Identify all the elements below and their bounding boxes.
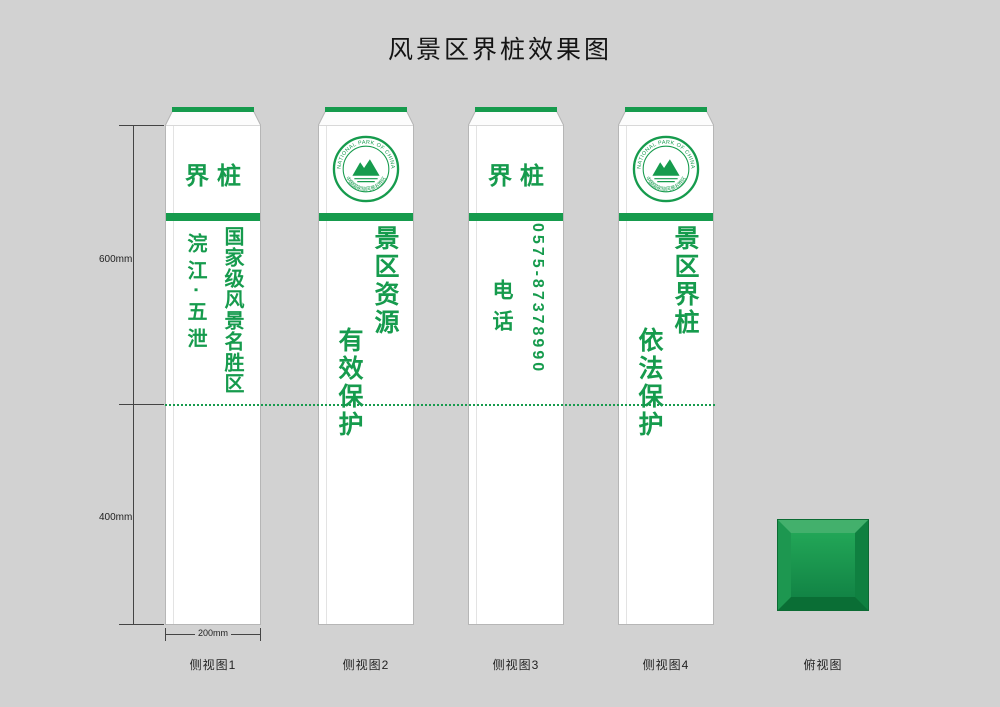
top-view-inner-face [791, 533, 855, 597]
national-park-emblem-icon: NATIONAL PARK OF CHINA 中国国家级风景名胜区 [332, 135, 400, 203]
caption-side-view-4: 侧视图4 [642, 658, 690, 672]
page-title: 风景区界桩效果图 [387, 37, 612, 64]
caption-side-view-3: 侧视图3 [492, 658, 540, 672]
pillar3-phone-number: 0575-87378990 [529, 223, 546, 375]
green-band [619, 213, 713, 221]
national-park-emblem-icon: NATIONAL PARK OF CHINA 中国国家级风景名胜区 [632, 135, 700, 203]
pillar-body: NATIONAL PARK OF CHINA 中国国家级风景名胜区 景区界桩 依… [618, 126, 714, 625]
dimension-label-400mm: 400mm [99, 512, 133, 523]
pillar-cap [618, 107, 714, 126]
green-band [166, 213, 260, 221]
pillar-side-view-4: NATIONAL PARK OF CHINA 中国国家级风景名胜区 景区界桩 依… [618, 107, 714, 625]
dimension-tick [119, 125, 164, 126]
pillar-body: NATIONAL PARK OF CHINA 中国国家级风景名胜区 景区资源 有… [318, 126, 414, 625]
pillar-side-view-2: NATIONAL PARK OF CHINA 中国国家级风景名胜区 景区资源 有… [318, 107, 414, 625]
pillar-edge-line [626, 126, 627, 624]
pillar-header-text: 界桩 [488, 163, 552, 190]
dimension-label-600mm: 600mm [99, 254, 133, 265]
dimension-tick [119, 624, 164, 625]
top-view-square [777, 519, 869, 611]
pillar-side-view-3: 界桩 0575-87378990 电话 [468, 107, 564, 625]
pillar4-text-left: 依法保护 [635, 327, 663, 439]
pillar2-text-left: 有效保护 [335, 327, 363, 439]
pillar-body: 界桩 国家级风景名胜区 浣江·五泄 [165, 126, 261, 625]
pillar-cap [468, 107, 564, 126]
dimension-tick [260, 628, 261, 641]
vertical-dimension-line [133, 126, 134, 625]
pillar-cap [165, 107, 261, 126]
pillar2-text-right: 景区资源 [371, 225, 399, 337]
pillar-header-text: 界桩 [185, 163, 249, 190]
pillar1-text-right: 国家级风景名胜区 [221, 226, 243, 394]
pillar3-text-left: 电话 [490, 279, 513, 341]
dimension-tick [165, 628, 166, 641]
pillar-body: 界桩 0575-87378990 电话 [468, 126, 564, 625]
caption-top-view: 俯视图 [803, 658, 843, 672]
pillar-edge-line [173, 126, 174, 624]
pillar-edge-line [326, 126, 327, 624]
green-band [469, 213, 563, 221]
pillar-edge-line [476, 126, 477, 624]
pillar4-text-right: 景区界桩 [671, 225, 699, 337]
dimension-tick [119, 404, 164, 405]
caption-side-view-1: 侧视图1 [189, 658, 237, 672]
green-band [319, 213, 413, 221]
pillar1-text-left: 浣江·五泄 [184, 233, 206, 355]
dimension-label-200mm: 200mm [165, 628, 261, 638]
caption-side-view-2: 侧视图2 [342, 658, 390, 672]
pillar-cap [318, 107, 414, 126]
pillar-side-view-1: 界桩 国家级风景名胜区 浣江·五泄 [165, 107, 261, 625]
ground-level-dotted-line [165, 404, 715, 406]
